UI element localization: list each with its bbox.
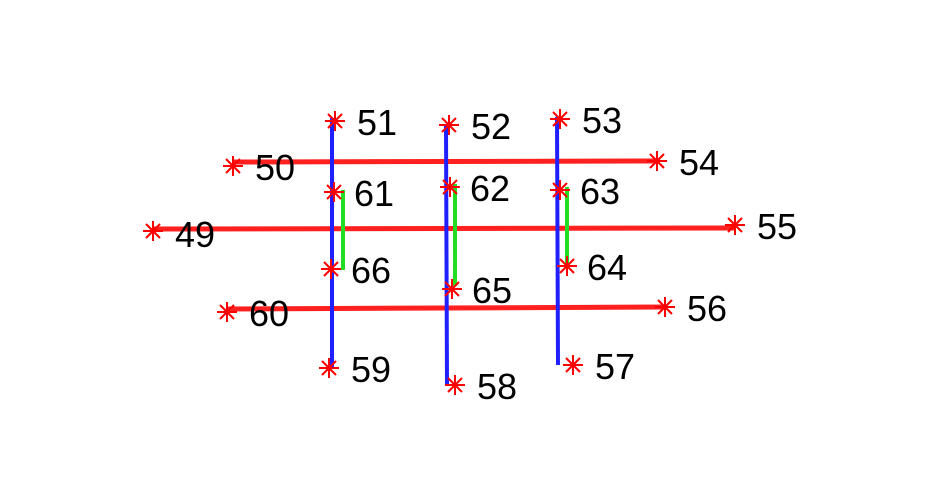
- point-label-52: 52: [471, 106, 511, 147]
- point-label-65: 65: [472, 270, 512, 311]
- asterisk-marker-icon-51: [325, 111, 345, 131]
- point-label-63: 63: [580, 171, 620, 212]
- asterisk-marker-icon-59: [319, 358, 339, 378]
- asterisk-marker-icon-55: [725, 215, 745, 235]
- point-label-53: 53: [582, 100, 622, 141]
- connection-lines: [152, 116, 736, 387]
- point-label-54: 54: [679, 142, 719, 183]
- point-label-56: 56: [687, 288, 727, 329]
- point-label-59: 59: [351, 349, 391, 390]
- asterisk-marker-icon-58: [445, 375, 465, 395]
- asterisk-marker-icon-65: [442, 279, 462, 299]
- asterisk-marker-icon-57: [563, 355, 583, 375]
- point-label-49: 49: [175, 214, 215, 255]
- point-label-60: 60: [249, 293, 289, 334]
- point-label-51: 51: [357, 102, 397, 143]
- asterisk-marker-icon-49: [143, 221, 163, 241]
- point-label-58: 58: [477, 366, 517, 407]
- point-label-55: 55: [757, 206, 797, 247]
- asterisk-marker-icon-63: [550, 180, 570, 200]
- asterisk-marker-icon-66: [321, 259, 341, 279]
- connection-line-p52-p58: [444, 123, 449, 387]
- asterisk-marker-icon-61: [324, 182, 344, 202]
- asterisk-marker-icon-50: [223, 156, 243, 176]
- point-label-66: 66: [351, 250, 391, 291]
- asterisk-marker-icon-53: [550, 109, 570, 129]
- point-label-61: 61: [354, 173, 394, 214]
- asterisk-marker-icon-54: [647, 151, 667, 171]
- asterisk-marker-icon-60: [217, 302, 237, 322]
- point-label-62: 62: [470, 168, 510, 209]
- asterisk-marker-icon-56: [655, 297, 675, 317]
- connection-line-p53-p57: [555, 116, 560, 366]
- point-markers: [143, 109, 745, 395]
- point-label-57: 57: [595, 346, 635, 387]
- point-label-50: 50: [255, 147, 295, 188]
- point-label-64: 64: [587, 247, 627, 288]
- asterisk-marker-icon-62: [440, 177, 460, 197]
- asterisk-marker-icon-64: [557, 256, 577, 276]
- connection-line-p49-p55: [152, 225, 736, 232]
- asterisk-marker-icon-52: [439, 115, 459, 135]
- point-labels: 49 50 51 52 53 54 55 56 57 58 59 60 61 62 63 64 65 66: [175, 100, 797, 407]
